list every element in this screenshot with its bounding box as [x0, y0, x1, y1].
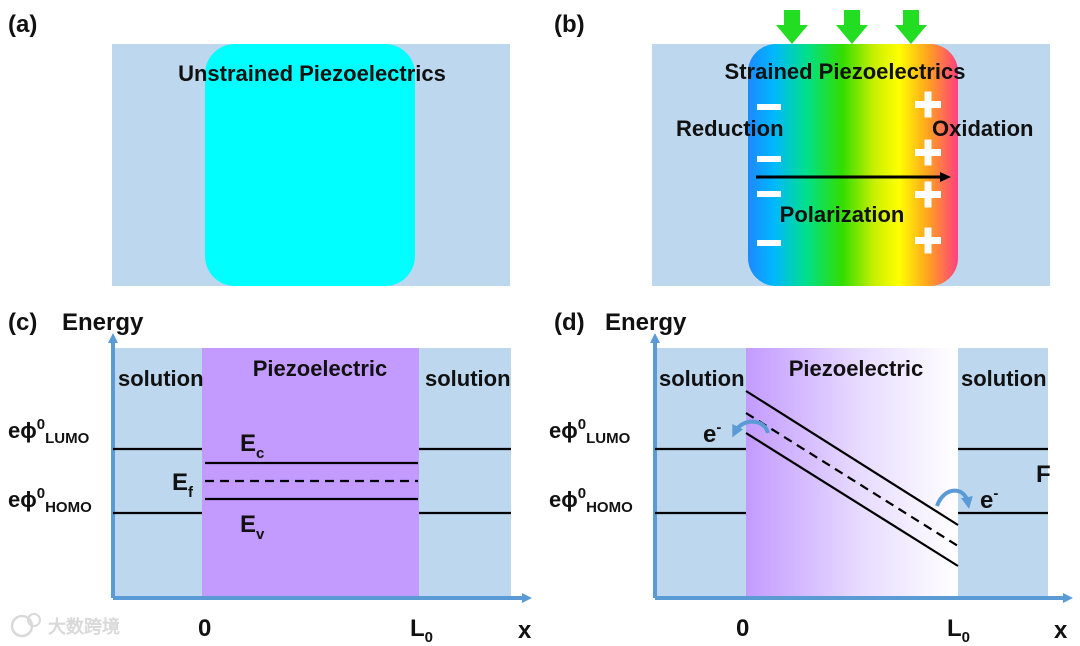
- panel-d-electron-left-arrow: [732, 419, 770, 438]
- reduction-label: Reduction: [676, 116, 784, 141]
- polarization-label: Polarization: [780, 202, 905, 227]
- panel-c-ec-label: Ec: [240, 430, 264, 462]
- oxidation-label: Oxidation: [932, 116, 1033, 141]
- panel-d-x-zero-label: 0: [736, 615, 749, 642]
- panel-d-electron-left-label: e-: [703, 419, 721, 448]
- panel-c-left-region-label: solution: [118, 366, 204, 391]
- strain-arrows: [776, 10, 927, 44]
- strain-arrow-3-icon: [895, 10, 927, 44]
- minus-icon: [757, 104, 781, 110]
- positive-charges: [915, 91, 941, 254]
- strain-arrow-2-icon: [836, 10, 868, 44]
- plus-icon: [915, 91, 941, 118]
- panel-c-lumo-label: eϕ0LUMO: [8, 416, 90, 447]
- watermark-logo-icon: [27, 613, 41, 627]
- panel-d-y-axis-label: Energy: [605, 309, 687, 336]
- panel-a-piezo-block: [205, 44, 415, 286]
- plus-icon: [915, 227, 941, 254]
- panel-c-piezo-region: [202, 348, 419, 598]
- panel-a-tag: (a): [8, 11, 37, 38]
- minus-icon: [757, 240, 781, 246]
- panel-a: (a) Unstrained Piezoelectrics: [8, 11, 510, 286]
- panel-c-x-axis-label: x: [518, 617, 532, 644]
- panel-d-left-region-label: solution: [659, 366, 745, 391]
- panel-b: (b) Strained Piezoelectrics Reduction Ox…: [554, 10, 1050, 286]
- panel-d-ec-line: [745, 390, 959, 526]
- panel-c-ev-label: Ev: [240, 511, 265, 543]
- watermark: 大数跨境: [10, 613, 120, 638]
- plus-icon: [915, 181, 941, 208]
- panel-b-title: Strained Piezoelectrics: [725, 59, 966, 84]
- panel-c-right-region-label: solution: [425, 366, 511, 391]
- panel-d-piezo-region: [746, 348, 958, 598]
- panel-d: (d) Energy solution Piezoelectric soluti…: [549, 309, 1073, 646]
- panel-c-tag: (c): [8, 309, 37, 336]
- panel-d-ef-line: [745, 412, 959, 547]
- panel-c: (c) Energy solution Piezoelectric soluti…: [8, 309, 532, 646]
- panel-a-title: Unstrained Piezoelectrics: [178, 61, 446, 86]
- strain-arrow-1-icon: [776, 10, 808, 44]
- panel-c-homo-label: eϕ0HOMO: [8, 485, 92, 516]
- panel-d-electron-right-label: e-: [980, 485, 998, 514]
- panel-d-right-region-label: solution: [961, 366, 1047, 391]
- panel-b-tag: (b): [554, 11, 585, 38]
- minus-icon: [757, 191, 781, 197]
- panel-d-tag: (d): [554, 309, 585, 336]
- panel-d-homo-label: eϕ0HOMO: [549, 485, 633, 516]
- plus-icon: [915, 139, 941, 166]
- panel-b-piezo-block: [748, 44, 958, 286]
- panel-d-ev-line: [745, 432, 959, 567]
- panel-c-center-region-label: Piezoelectric: [253, 356, 388, 381]
- panel-d-x-axis-label: x: [1054, 617, 1068, 644]
- panel-d-center-region-label: Piezoelectric: [789, 356, 924, 381]
- panel-d-x-l0-label: L0: [947, 615, 970, 646]
- watermark-text: 大数跨境: [48, 616, 120, 638]
- panel-c-y-axis-label: Energy: [62, 309, 144, 336]
- panel-c-ef-label: Ef: [172, 469, 194, 501]
- minus-icon: [757, 156, 781, 162]
- panel-c-x-zero-label: 0: [198, 615, 211, 642]
- negative-charges: [757, 104, 781, 246]
- panel-d-electron-right-arrow: [935, 488, 973, 509]
- panel-d-lumo-label: eϕ0LUMO: [549, 416, 631, 447]
- panel-d-f-label: F: [1036, 461, 1051, 488]
- panel-c-x-l0-label: L0: [410, 615, 433, 646]
